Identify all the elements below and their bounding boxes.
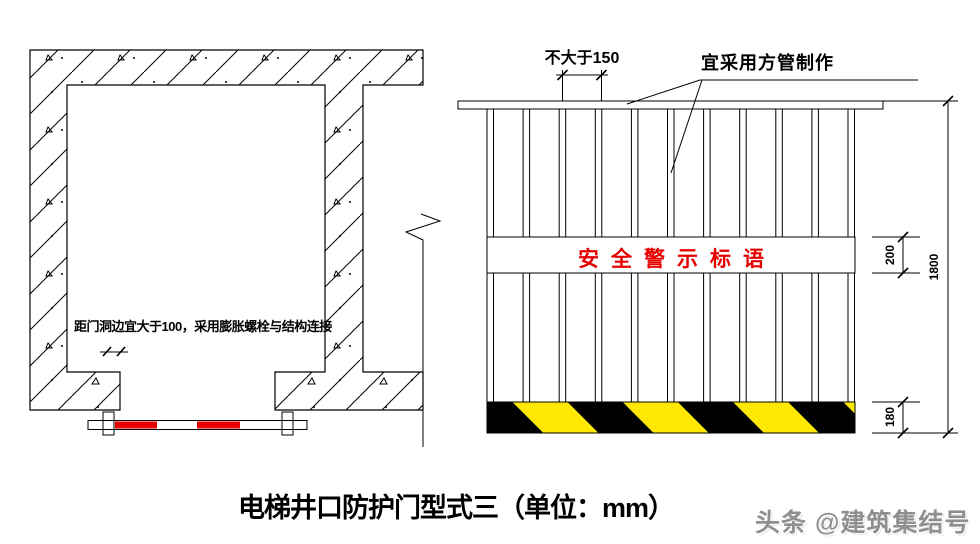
square-tube xyxy=(703,272,711,403)
square-tube xyxy=(558,108,567,238)
band-height-dim-label: 200 xyxy=(883,244,897,266)
break-line-symbol xyxy=(404,213,442,372)
square-tube xyxy=(847,272,855,403)
plan-view-group xyxy=(29,49,442,447)
dimension-top-spacing xyxy=(556,69,608,101)
tube-spacing-dim-label: 不大于150 xyxy=(544,50,620,67)
square-tube xyxy=(847,108,855,238)
offset-arrow-mark xyxy=(100,346,128,357)
square-tube xyxy=(522,108,531,238)
watermark-text: 头条 @建筑集结号 xyxy=(755,509,971,537)
square-tube xyxy=(775,272,783,403)
square-tube xyxy=(703,108,711,238)
square-tube xyxy=(522,272,531,403)
square-tube xyxy=(594,108,603,238)
drawing-caption: 电梯井口防护门型式三（单位：mm） xyxy=(238,493,675,523)
square-tube xyxy=(630,272,639,403)
square-tube xyxy=(811,272,819,403)
plan-anchor-note: 距门洞边宜大于100，采用膨胀螺栓与结构连接 xyxy=(74,319,332,334)
warning-slogan-text: 安全警示标语 xyxy=(578,248,776,271)
square-tube xyxy=(811,108,819,238)
tube-group xyxy=(486,108,855,403)
elevation-view-group xyxy=(457,69,958,439)
material-note-label: 宜采用方管制作 xyxy=(701,53,834,73)
square-tube xyxy=(667,108,675,238)
anchor-post-right xyxy=(281,411,294,436)
square-tube xyxy=(775,108,783,238)
square-tube xyxy=(739,272,747,403)
hazard-stripe-band xyxy=(486,401,856,434)
shaft-wall-hatched xyxy=(29,49,424,411)
square-tube xyxy=(667,272,675,403)
dimension-right-side xyxy=(872,95,958,439)
door-bar-red-segment xyxy=(115,421,157,429)
square-tube xyxy=(486,108,494,238)
material-leader-line xyxy=(626,79,918,174)
total-height-dim-label: 1800 xyxy=(927,253,941,281)
door-bar-red-segment xyxy=(197,421,240,429)
anchor-post-left xyxy=(102,411,115,436)
square-tube xyxy=(558,272,567,403)
square-tube xyxy=(739,108,747,238)
square-tube xyxy=(630,108,639,238)
square-tube xyxy=(486,272,494,403)
square-tube xyxy=(594,272,603,403)
stripe-height-dim-label: 180 xyxy=(883,406,897,428)
warning-band xyxy=(486,236,856,274)
top-rail xyxy=(457,100,884,110)
